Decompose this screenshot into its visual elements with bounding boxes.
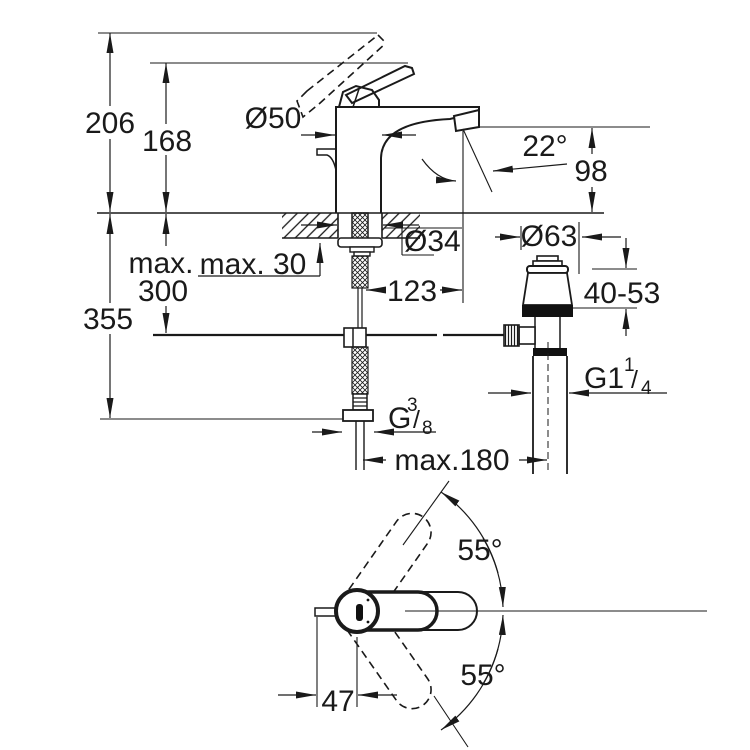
swivel-line-lower xyxy=(433,695,469,748)
supply-tail-pipe xyxy=(355,421,365,470)
dim-label-swivel-lower: 55° xyxy=(460,659,505,692)
braided-hose-upper xyxy=(351,255,369,289)
dim-label-flange-diameter: Ø63 xyxy=(521,220,578,253)
dim-label-hole-diameter: Ø34 xyxy=(404,225,461,258)
pivot-dot-bottom xyxy=(366,620,370,624)
threaded-stud xyxy=(351,212,369,241)
dim-label-deck-thickness: max. 30 xyxy=(200,248,307,281)
waste-thread-denominator: 4 xyxy=(641,378,652,399)
waste-seal-ring xyxy=(533,348,567,356)
knurled-knob xyxy=(503,324,520,347)
waste-thread-slash: / xyxy=(631,366,638,394)
dim-label-handle-height: 168 xyxy=(142,125,192,158)
handle-pivot-mark xyxy=(356,604,363,621)
stream-line xyxy=(462,128,493,193)
waste-rim xyxy=(526,265,569,274)
lever-raised-dashed xyxy=(296,34,387,119)
side-hook-detail xyxy=(316,148,337,171)
lever-base xyxy=(337,84,380,108)
dim-label-hose-reach: max.180 xyxy=(394,444,509,477)
aerator xyxy=(452,108,480,133)
hose-connector-ribs xyxy=(353,397,367,407)
waste-seal-flange xyxy=(522,305,573,317)
supply-thread-denominator: 8 xyxy=(422,418,433,439)
dim-label-depth-below-deck: 355 xyxy=(83,303,133,336)
dim-label-max-prefix: max. xyxy=(128,247,193,280)
supply-thread-prefix: G xyxy=(388,402,411,435)
deck-edges xyxy=(282,213,420,239)
waste-thread-numerator: 1 xyxy=(624,355,635,376)
dim-label-stream-angle: 22° xyxy=(522,130,567,163)
waste-assembly: Ø63 40-53 G1 1 / 4 xyxy=(488,220,667,474)
dim-label-lever-offset: 47 xyxy=(321,685,354,718)
waste-thread-prefix: G1 xyxy=(584,362,624,395)
dim-label-body-diameter: Ø50 xyxy=(245,102,302,135)
swivel-arc-lower-b xyxy=(482,614,506,685)
dim-label-mounting-depth: 300 xyxy=(138,275,188,308)
dim-label-swivel-upper: 55° xyxy=(457,534,502,567)
lever-base-facet xyxy=(352,88,360,108)
rod-clamp xyxy=(343,327,367,348)
dim-label-overall-height: 206 xyxy=(85,107,135,140)
braided-hose-lower xyxy=(351,346,369,395)
mounting-nut-b xyxy=(353,251,371,257)
dim-label-clamping-range: 40-53 xyxy=(584,277,661,310)
pull-rod xyxy=(357,288,363,328)
angle22-leader xyxy=(492,163,568,173)
dim-label-spout-reach: 123 xyxy=(387,275,437,308)
supply-nut xyxy=(342,409,374,422)
mounting-washer xyxy=(337,237,383,248)
faucet-body-outline xyxy=(335,106,480,213)
dim-label-waste-thread: G1 1 / 4 xyxy=(584,355,652,399)
lever-handle xyxy=(344,64,416,105)
supply-thread-slash: / xyxy=(413,406,420,434)
spout-underside xyxy=(380,117,455,213)
swivel-arc-upper-b xyxy=(482,537,506,608)
waste-body-taper xyxy=(521,272,574,306)
dim-label-spout-height: 98 xyxy=(574,155,607,188)
supply-thread-numerator: 3 xyxy=(407,395,418,416)
swivel-line-upper xyxy=(402,480,450,546)
mounting-nut-a xyxy=(349,246,375,253)
rod-socket xyxy=(518,326,536,345)
waste-tailpipe xyxy=(532,356,568,474)
ref-4053 xyxy=(573,268,637,309)
d34-label-bracket xyxy=(384,227,462,256)
front-view: 206 168 Ø50 22° 98 max. 300 max. 30 355 … xyxy=(83,32,650,477)
pivot-dot-top xyxy=(366,598,370,602)
dim-label-supply-thread: G 3 / 8 xyxy=(388,395,433,439)
plan-view: 55° 55° 47 xyxy=(278,480,707,748)
ext-47 xyxy=(316,617,358,707)
flow-arrow xyxy=(421,158,457,184)
